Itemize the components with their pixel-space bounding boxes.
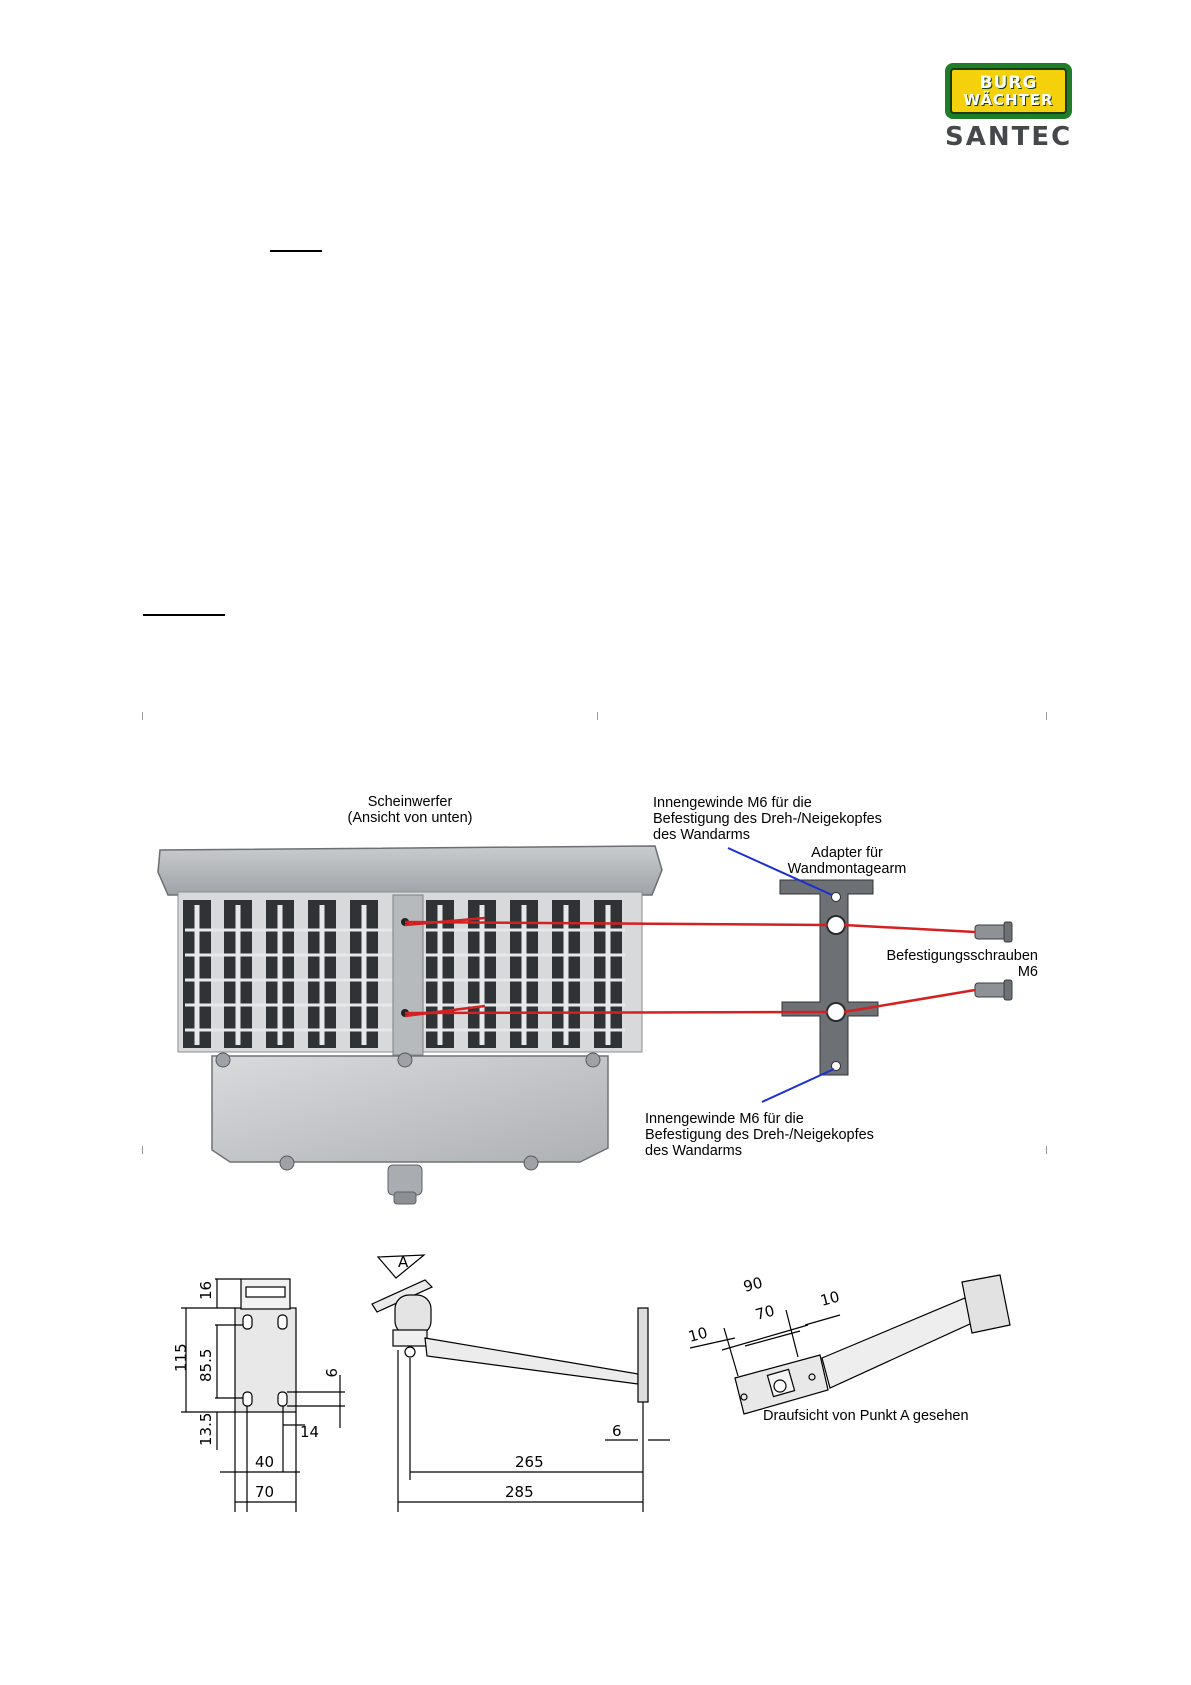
screws-label-line-1: Befestigungsschrauben xyxy=(886,948,1038,964)
floodlight-label-line-1: Scheinwerfer xyxy=(367,794,453,810)
dim-265: 265 xyxy=(515,1453,544,1471)
dim-115: 115 xyxy=(172,1343,190,1372)
top-view-drawing xyxy=(689,1274,1011,1415)
dim-6: 6 xyxy=(612,1422,622,1440)
top-view-caption: Draufsicht von Punkt A gesehen xyxy=(763,1408,969,1424)
thread-label-top-line-1: Innengewinde M6 für die xyxy=(653,795,812,811)
floodlight-photo xyxy=(157,845,663,1205)
photo-corner-mark xyxy=(142,712,143,720)
dim-85-5: 85.5 xyxy=(197,1349,215,1382)
photo-corner-mark xyxy=(1046,712,1047,720)
dim-70-top: 70 xyxy=(753,1302,776,1324)
logo-badge: BURG WÄCHTER xyxy=(945,63,1072,119)
dim-70: 70 xyxy=(255,1483,274,1501)
dim-40: 40 xyxy=(255,1453,274,1471)
logo-brand-text: SANTEC xyxy=(945,122,1073,152)
floodlight-label: Scheinwerfer (Ansicht von unten) xyxy=(330,794,490,826)
dim-9: 9 xyxy=(322,1368,340,1378)
dim-90: 90 xyxy=(741,1274,764,1296)
logo-inner: BURG WÄCHTER xyxy=(950,68,1067,114)
adapter-label-line-2: Wandmontagearm xyxy=(787,861,907,877)
thread-label-top: Innengewinde M6 für die Befestigung des … xyxy=(653,795,882,843)
red-assembly-lines xyxy=(404,916,976,1018)
thread-label-bottom-line-2: Befestigung des Dreh-/Neigekopfes xyxy=(645,1127,874,1143)
thread-label-bottom-line-1: Innengewinde M6 für die xyxy=(645,1111,804,1127)
dim-13-5: 13.5 xyxy=(197,1413,215,1446)
thread-label-bottom: Innengewinde M6 für die Befestigung des … xyxy=(645,1111,874,1159)
heading-underline-1 xyxy=(270,250,322,252)
brand-logo: BURG WÄCHTER SANTEC xyxy=(945,63,1072,153)
dim-16: 16 xyxy=(197,1281,215,1300)
dim-10-right: 10 xyxy=(818,1288,841,1310)
adapter-label-line-1: Adapter für xyxy=(811,845,883,861)
adapter-label: Adapter für Wandmontagearm xyxy=(772,845,922,877)
dim-10-left: 10 xyxy=(686,1324,709,1346)
mounting-screws xyxy=(974,921,1013,1001)
thread-label-bottom-line-3: des Wandarms xyxy=(645,1143,742,1159)
logo-line-2: WÄCHTER xyxy=(963,90,1054,109)
photo-corner-mark xyxy=(1046,1146,1047,1154)
blue-pointer-lines xyxy=(727,847,835,1103)
photo-corner-mark xyxy=(597,712,598,720)
dim-14: 14 xyxy=(300,1423,319,1441)
floodlight-label-line-2: (Ansicht von unten) xyxy=(347,810,473,826)
screws-label-line-2: M6 xyxy=(1017,964,1038,980)
thread-label-top-line-2: Befestigung des Dreh-/Neigekopfes xyxy=(653,811,882,827)
logo-line-1: BURG xyxy=(979,72,1038,93)
dim-285: 285 xyxy=(505,1483,534,1501)
side-view-drawing xyxy=(371,1254,670,1512)
view-marker-a: A xyxy=(398,1253,409,1271)
heading-underline-2 xyxy=(143,614,225,616)
thread-label-top-line-3: des Wandarms xyxy=(653,827,750,843)
front-view-drawing xyxy=(181,1278,345,1512)
screws-label: Befestigungsschrauben M6 xyxy=(870,948,1038,980)
photo-corner-mark xyxy=(142,1146,143,1154)
